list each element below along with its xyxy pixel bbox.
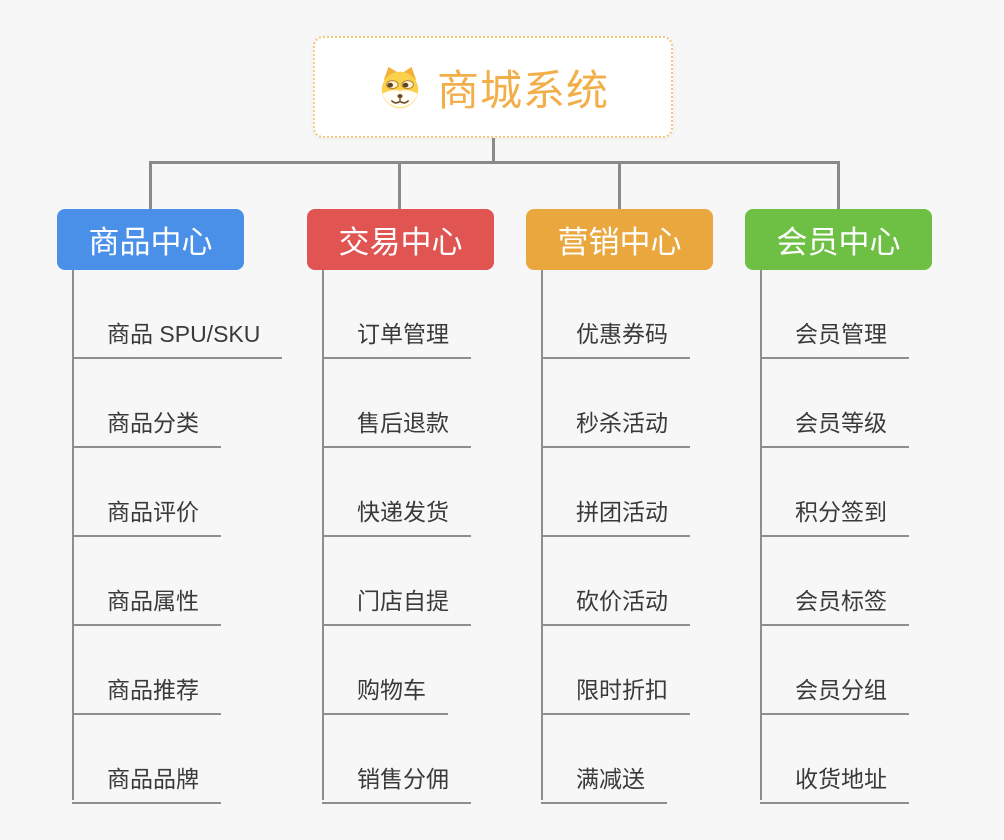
leaf-node[interactable]: 订单管理	[322, 319, 471, 359]
leaf-node[interactable]: 门店自提	[322, 586, 471, 626]
branch-marketing-center[interactable]: 营销中心	[526, 209, 713, 270]
leaf-node[interactable]: 商品属性	[72, 586, 221, 626]
leaf-node[interactable]: 拼团活动	[541, 497, 690, 537]
leaf-node[interactable]: 会员标签	[760, 586, 909, 626]
leaf-node[interactable]: 满减送	[541, 764, 667, 804]
leaf-node[interactable]: 商品分类	[72, 408, 221, 448]
leaf-node[interactable]: 收货地址	[760, 764, 909, 804]
leaf-node[interactable]: 销售分佣	[322, 764, 471, 804]
leaf-node[interactable]: 限时折扣	[541, 675, 690, 715]
connector-drop	[398, 161, 401, 210]
leaf-node[interactable]: 会员等级	[760, 408, 909, 448]
leaf-node[interactable]: 会员管理	[760, 319, 909, 359]
connector-drop	[149, 161, 152, 210]
leaf-node[interactable]: 积分签到	[760, 497, 909, 537]
leaf-node[interactable]: 商品评价	[72, 497, 221, 537]
leaf-node[interactable]: 售后退款	[322, 408, 471, 448]
leaf-node[interactable]: 砍价活动	[541, 586, 690, 626]
branch-label: 营销中心	[557, 225, 682, 260]
branch-column-member: 会员管理 会员等级 积分签到 会员标签 会员分组 收货地址	[760, 270, 909, 804]
branch-column-marketing: 优惠券码 秒杀活动 拼团活动 砍价活动 限时折扣 满减送	[541, 270, 690, 804]
branch-column-product: 商品 SPU/SKU 商品分类 商品评价 商品属性 商品推荐 商品品牌	[72, 270, 283, 804]
leaf-node[interactable]: 优惠券码	[541, 319, 690, 359]
leaf-node[interactable]: 秒杀活动	[541, 408, 690, 448]
leaf-node[interactable]: 商品 SPU/SKU	[72, 319, 283, 359]
doge-icon	[377, 64, 423, 110]
leaf-node[interactable]: 会员分组	[760, 675, 909, 715]
branch-trade-center[interactable]: 交易中心	[307, 209, 494, 270]
leaf-node[interactable]: 商品推荐	[72, 675, 221, 715]
connector-drop	[837, 161, 840, 210]
branch-product-center[interactable]: 商品中心	[57, 209, 244, 270]
connector-root-stem	[492, 138, 495, 164]
branch-label: 交易中心	[338, 225, 463, 260]
root-node[interactable]: 商城系统	[313, 36, 673, 138]
branch-member-center[interactable]: 会员中心	[745, 209, 932, 270]
branch-label: 商品中心	[88, 225, 213, 260]
leaf-node[interactable]: 快递发货	[322, 497, 471, 537]
root-title: 商城系统	[436, 66, 609, 114]
branch-label: 会员中心	[776, 225, 901, 260]
leaf-node[interactable]: 商品品牌	[72, 764, 221, 804]
connector-bus	[149, 161, 840, 164]
leaf-node[interactable]: 购物车	[322, 675, 448, 715]
connector-drop	[618, 161, 621, 210]
branch-column-trade: 订单管理 售后退款 快递发货 门店自提 购物车 销售分佣	[322, 270, 471, 804]
